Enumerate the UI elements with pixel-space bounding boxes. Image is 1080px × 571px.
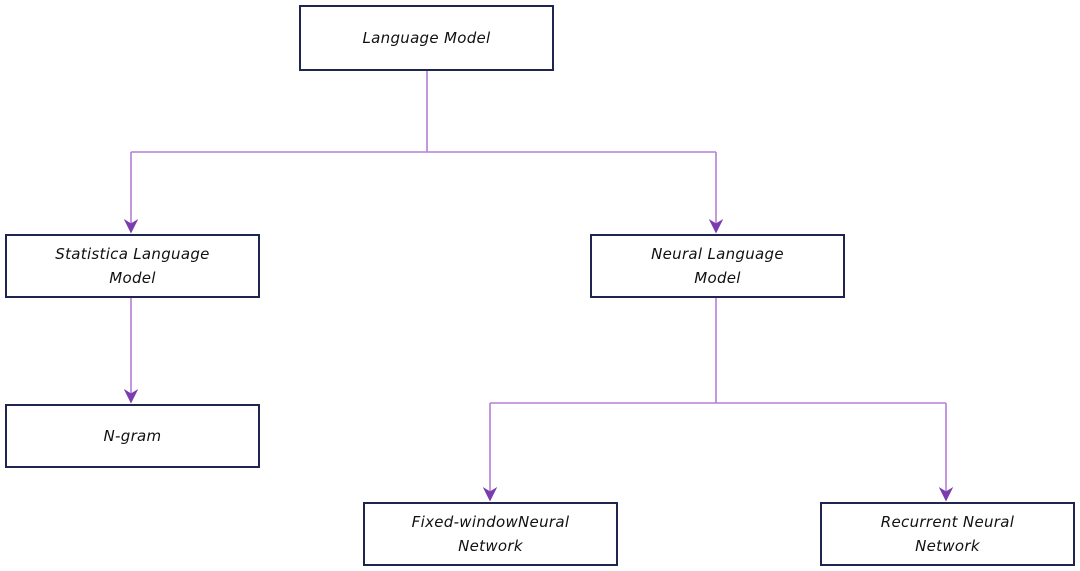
- node-neural-language-model-label: Neural Language Model: [651, 245, 784, 287]
- node-language-model: Language Model: [299, 5, 554, 71]
- node-recurrent-neural-network: Recurrent Neural Network: [820, 502, 1075, 566]
- node-n-gram-label: N-gram: [103, 427, 162, 445]
- node-statistical-language-model-label: Statistica Language Model: [55, 245, 210, 287]
- node-n-gram: N-gram: [5, 404, 260, 468]
- node-recurrent-neural-network-label: Recurrent Neural Network: [880, 513, 1015, 555]
- node-fixed-window-neural-network-label: Fixed-windowNeural Network: [411, 513, 570, 555]
- node-neural-language-model: Neural Language Model: [590, 234, 845, 298]
- node-fixed-window-neural-network: Fixed-windowNeural Network: [363, 502, 618, 566]
- node-statistical-language-model: Statistica Language Model: [5, 234, 260, 298]
- node-language-model-label: Language Model: [362, 29, 491, 47]
